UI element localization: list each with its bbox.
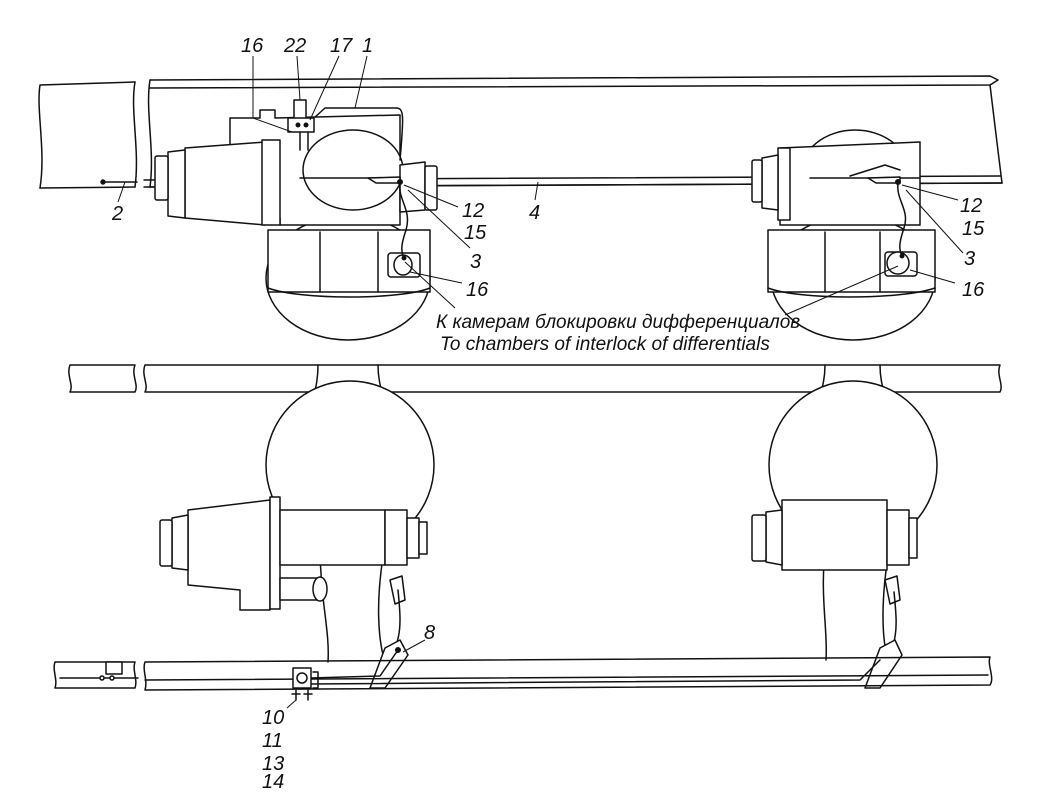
- rear-axle-top: [751, 129, 936, 341]
- callout-15-left: 15: [464, 222, 487, 244]
- frame-rail-bottom: [53, 649, 993, 691]
- callout-11: 11: [262, 730, 283, 752]
- front-axle-top: [154, 109, 438, 341]
- caption-ru: К камерам блокировки дифференциалов: [436, 312, 801, 333]
- tube-2: [100, 179, 138, 203]
- callout-16-left: 16: [466, 279, 489, 301]
- callout-3-right: 3: [964, 248, 976, 270]
- callout-1: 1: [362, 35, 374, 57]
- callout-16-top: 16: [241, 35, 264, 57]
- callout-4: 4: [529, 202, 541, 224]
- callout-16-right: 16: [962, 279, 985, 301]
- hose-3-left: [397, 179, 409, 261]
- callout-10: 10: [262, 707, 285, 729]
- caption-en: To chambers of interlock of differential…: [440, 334, 770, 355]
- frame-rail-middle: [68, 364, 1002, 393]
- callout-12-left: 12: [462, 200, 485, 222]
- rear-axle-side: [751, 364, 938, 689]
- leaders-top-left: [252, 55, 471, 284]
- callout-3-left: 3: [470, 251, 482, 273]
- callout-17: 17: [330, 35, 353, 57]
- fitting-10-14: [286, 667, 319, 709]
- callout-13: 13: [262, 753, 285, 775]
- callout-14: 14: [262, 771, 285, 793]
- callout-2: 2: [112, 203, 124, 225]
- leaders-top-right: [404, 184, 964, 316]
- hose-3-right: [895, 179, 907, 259]
- callout-22: 22: [284, 35, 307, 57]
- callout-12-right: 12: [960, 195, 983, 217]
- callout-8: 8: [424, 622, 436, 644]
- callout-15-right: 15: [962, 218, 985, 240]
- front-axle-side: [159, 364, 435, 689]
